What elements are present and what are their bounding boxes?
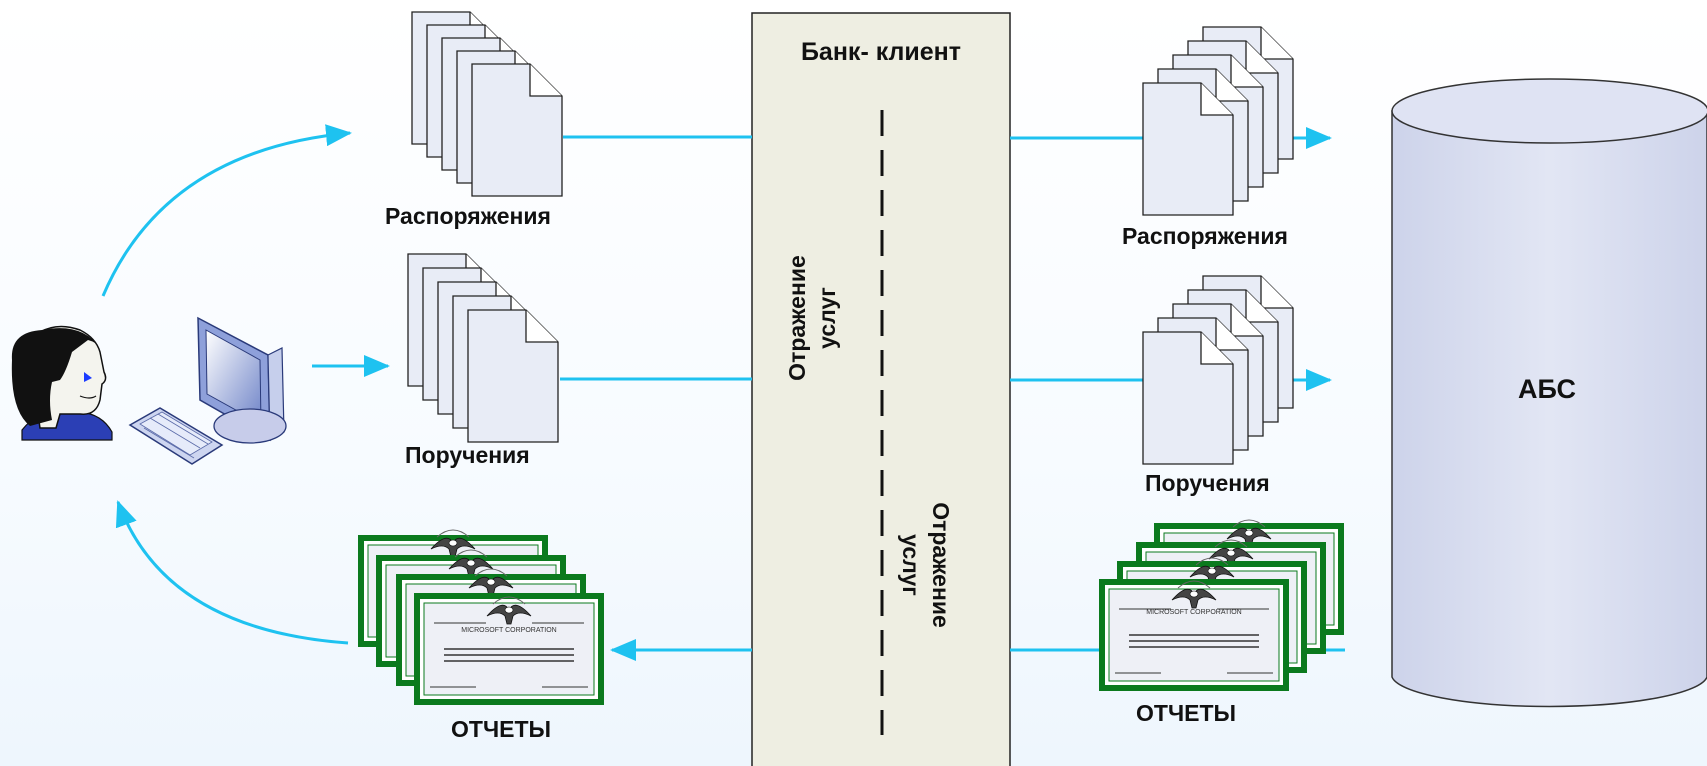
right-reports-certificate-stack: MICROSOFT CORPORATION [1099, 519, 1345, 691]
right-orders-doc-stack [1142, 26, 1294, 216]
right-instructions-doc-stack [1142, 275, 1294, 465]
user-to-orders-curve-arrow [101, 124, 352, 297]
upper-service-reflection-line1: Отражение [784, 255, 810, 381]
left-orders-doc-stack [411, 11, 563, 197]
left-orders-label: Распоряжения [385, 203, 551, 229]
left-reports-certificate-stack: MICROSOFT CORPORATION [357, 529, 604, 705]
bank-client-title: Банк- клиент [800, 38, 962, 66]
computer-icon [128, 316, 287, 465]
left-instructions-label: Поручения [405, 442, 530, 468]
left-certificate-text: MICROSOFT CORPORATION [461, 627, 556, 634]
left-instructions-doc-stack [407, 253, 559, 443]
abs-database-cylinder [1391, 78, 1707, 708]
right-orders-label: Распоряжения [1122, 223, 1288, 249]
reports-to-user-curve-arrow [115, 500, 349, 645]
lower-service-reflection-line2: услуг [898, 534, 924, 596]
right-instructions-label: Поручения [1145, 470, 1270, 496]
user-icon [11, 325, 113, 441]
right-certificate-text: MICROSOFT CORPORATION [1146, 609, 1241, 616]
upper-service-reflection-label: Отражение услуг [782, 248, 842, 388]
left-reports-label: ОТЧЕТЫ [451, 716, 552, 742]
lower-service-reflection-label: Отражение услуг [896, 485, 956, 645]
abs-database-label: АБС [1518, 374, 1577, 404]
lower-service-reflection-line1: Отражение [928, 502, 954, 628]
right-reports-label: ОТЧЕТЫ [1136, 700, 1237, 726]
upper-service-reflection-line2: услуг [814, 287, 840, 349]
